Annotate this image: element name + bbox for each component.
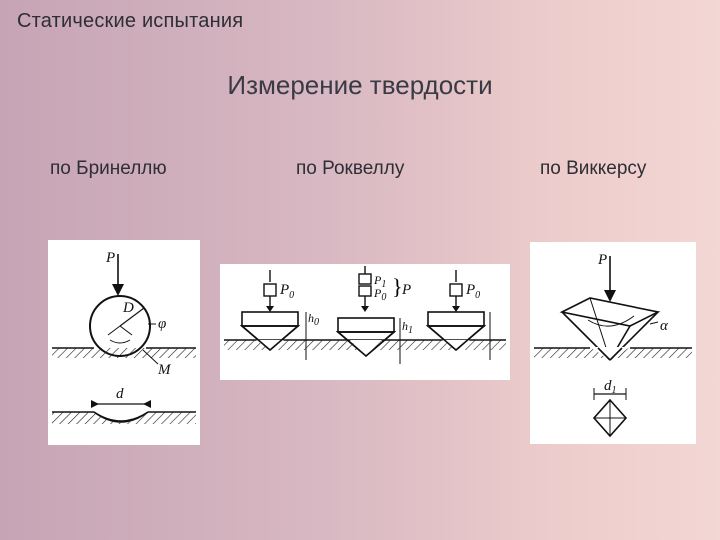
vickers-label-P: P (597, 252, 607, 268)
rockwell-label-P0-b: P0 (373, 286, 386, 303)
method-label-vickers: по Виккерсу (540, 158, 647, 179)
rockwell-label-h1: h1 (402, 319, 413, 336)
rockwell-drawing: P0 h0 P1 P0 } P h1 P0 (224, 266, 506, 364)
vickers-label-alpha: α (660, 318, 669, 334)
brace-symbol: } (392, 274, 403, 299)
brinell-label-d: d (116, 386, 124, 402)
brinell-label-D: D (122, 300, 134, 316)
vickers-drawing: P α d1 (534, 252, 692, 438)
rockwell-label-P0-a: P0 (279, 282, 294, 301)
rockwell-label-P0-c: P0 (465, 282, 480, 301)
method-label-rockwell: по Роквеллу (296, 158, 405, 179)
slide-subtitle: Измерение твердости (227, 70, 493, 100)
rockwell-label-P: P (401, 282, 411, 298)
brinell-diagram: P D φ M d (48, 240, 200, 445)
rockwell-label-P1: P1 (373, 273, 386, 290)
method-label-brinell: по Бринеллю (50, 158, 167, 179)
brinell-drawing: P D φ M d (52, 250, 196, 424)
brinell-label-phi: φ (158, 316, 166, 332)
slide-title: Статические испытания (17, 10, 244, 32)
brinell-label-M: M (157, 362, 172, 378)
vickers-label-d1: d1 (604, 378, 617, 396)
rockwell-label-h0: h0 (308, 311, 319, 328)
rockwell-diagram: P0 h0 P1 P0 } P h1 P0 (220, 264, 510, 380)
brinell-label-P: P (105, 250, 115, 266)
vickers-diagram: P α d1 (530, 242, 696, 444)
